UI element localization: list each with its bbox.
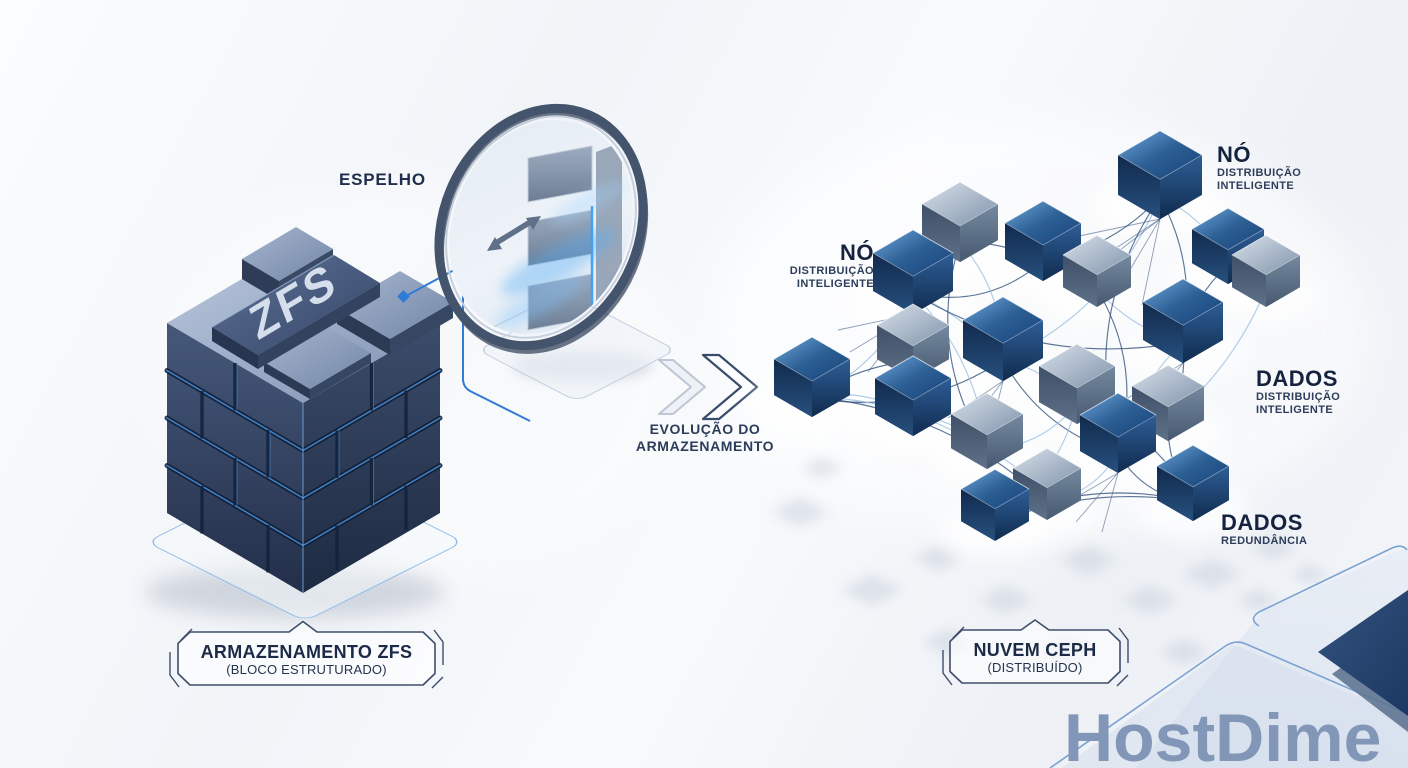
network-ray — [1075, 472, 1119, 523]
ceph-badge-title: NUVEM CEPH — [973, 639, 1097, 660]
mirror-reflection — [487, 142, 633, 363]
network-edge — [912, 292, 1184, 350]
label-node-top: NÓ DISTRIBUIÇÃO INTELIGENTE — [1217, 142, 1301, 193]
ceph-badge: NUVEM CEPH (DISTRIBUÍDO) — [950, 632, 1120, 682]
floor-diamond — [1182, 559, 1242, 589]
label-data-bottom: DADOS REDUNDÂNCIA — [1221, 510, 1307, 548]
storage-node-cube — [1079, 392, 1157, 474]
storage-node-cube — [921, 181, 999, 263]
storage-node-cube — [1156, 444, 1230, 522]
chevron-left — [658, 359, 706, 415]
label-data-right-sub1: DISTRIBUIÇÃO — [1256, 391, 1341, 403]
storage-node-cube — [773, 336, 851, 418]
label-node-top-title: NÓ — [1217, 142, 1251, 167]
network-ray — [1141, 218, 1161, 306]
chevron-right — [701, 353, 759, 421]
floor-diamond — [800, 457, 844, 479]
storage-node-cube — [1117, 130, 1203, 220]
storage-node-cube — [962, 296, 1044, 382]
evolution-caption-line2: ARMAZENAMENTO — [635, 438, 775, 454]
storage-node-cube — [1062, 234, 1132, 308]
storage-node-cube — [1142, 278, 1224, 364]
ceph-badge-subtitle: (DISTRIBUÍDO) — [987, 659, 1083, 675]
storage-node-cube — [1231, 234, 1301, 308]
zfs-brick-seam-glow — [236, 363, 374, 506]
zfs-badge-frame — [169, 620, 444, 689]
storage-node-cube — [1012, 447, 1082, 521]
floor-diamond — [978, 586, 1034, 614]
label-data-right: DADOS DISTRIBUIÇÃO INTELIGENTE — [1256, 366, 1340, 417]
zfs-brick-stack: ZFS — [145, 227, 531, 619]
label-node-left: NÓ DISTRIBUIÇÃO INTELIGENTE — [734, 240, 874, 291]
label-node-left-sub1: DISTRIBUIÇÃO — [789, 265, 874, 277]
storage-node-cube — [1004, 200, 1082, 282]
zfs-top-bricks — [211, 227, 453, 399]
floor-diamond — [1058, 545, 1118, 575]
label-data-right-sub2: INTELIGENTE — [1256, 404, 1334, 416]
label-node-top-sub2: INTELIGENTE — [1217, 180, 1295, 192]
double-arrow-icon — [487, 216, 541, 251]
double-chevron-right-icon — [658, 353, 759, 421]
storage-node-cube — [1131, 364, 1205, 442]
label-node-top-sub1: DISTRIBUIÇÃO — [1217, 167, 1302, 179]
evolution-caption: EVOLUÇÃO DO ARMAZENAMENTO — [600, 421, 810, 455]
zfs-badge-subtitle: (BLOCO ESTRUTURADO) — [226, 661, 387, 677]
network-ray — [1101, 472, 1119, 533]
floor-diamond — [1122, 586, 1178, 614]
floor-diamond — [912, 545, 964, 571]
floor-diamond — [1158, 639, 1210, 665]
storage-node-cube — [960, 468, 1030, 542]
zfs-badge-title: ARMAZENAMENTO ZFS — [200, 641, 413, 662]
evolution-caption-line1: EVOLUÇÃO DO — [649, 421, 761, 437]
label-data-bottom-sub1: REDUNDÂNCIA — [1221, 535, 1308, 547]
storage-node-cube — [874, 355, 952, 437]
corner-decoration — [1049, 545, 1408, 768]
zfs-badge: ARMAZENAMENTO ZFS (BLOCO ESTRUTURADO) — [178, 634, 435, 684]
floor-diamond — [840, 574, 904, 606]
mirror — [434, 103, 671, 399]
label-node-left-sub2: INTELIGENTE — [796, 278, 874, 290]
floor-diamond — [1250, 536, 1298, 560]
floor-diamond — [1290, 564, 1330, 584]
connector-node-dot — [397, 290, 410, 303]
hostdime-logo: HostDime — [1064, 700, 1382, 768]
storage-node-cube — [1038, 343, 1116, 425]
storage-node-cube — [872, 229, 954, 315]
label-data-right-title: DADOS — [1256, 366, 1338, 391]
ceph-badge-frame — [942, 619, 1129, 687]
zfs-brick-seams — [200, 363, 408, 573]
label-node-left-title: NÓ — [840, 240, 874, 265]
floor-diamond — [770, 497, 830, 527]
network-cubes — [773, 130, 1301, 542]
storage-node-cube — [950, 392, 1024, 470]
floor-diamond — [1236, 589, 1280, 611]
label-data-bottom-title: DADOS — [1221, 510, 1303, 535]
mirror-label: ESPELHO — [339, 170, 426, 189]
